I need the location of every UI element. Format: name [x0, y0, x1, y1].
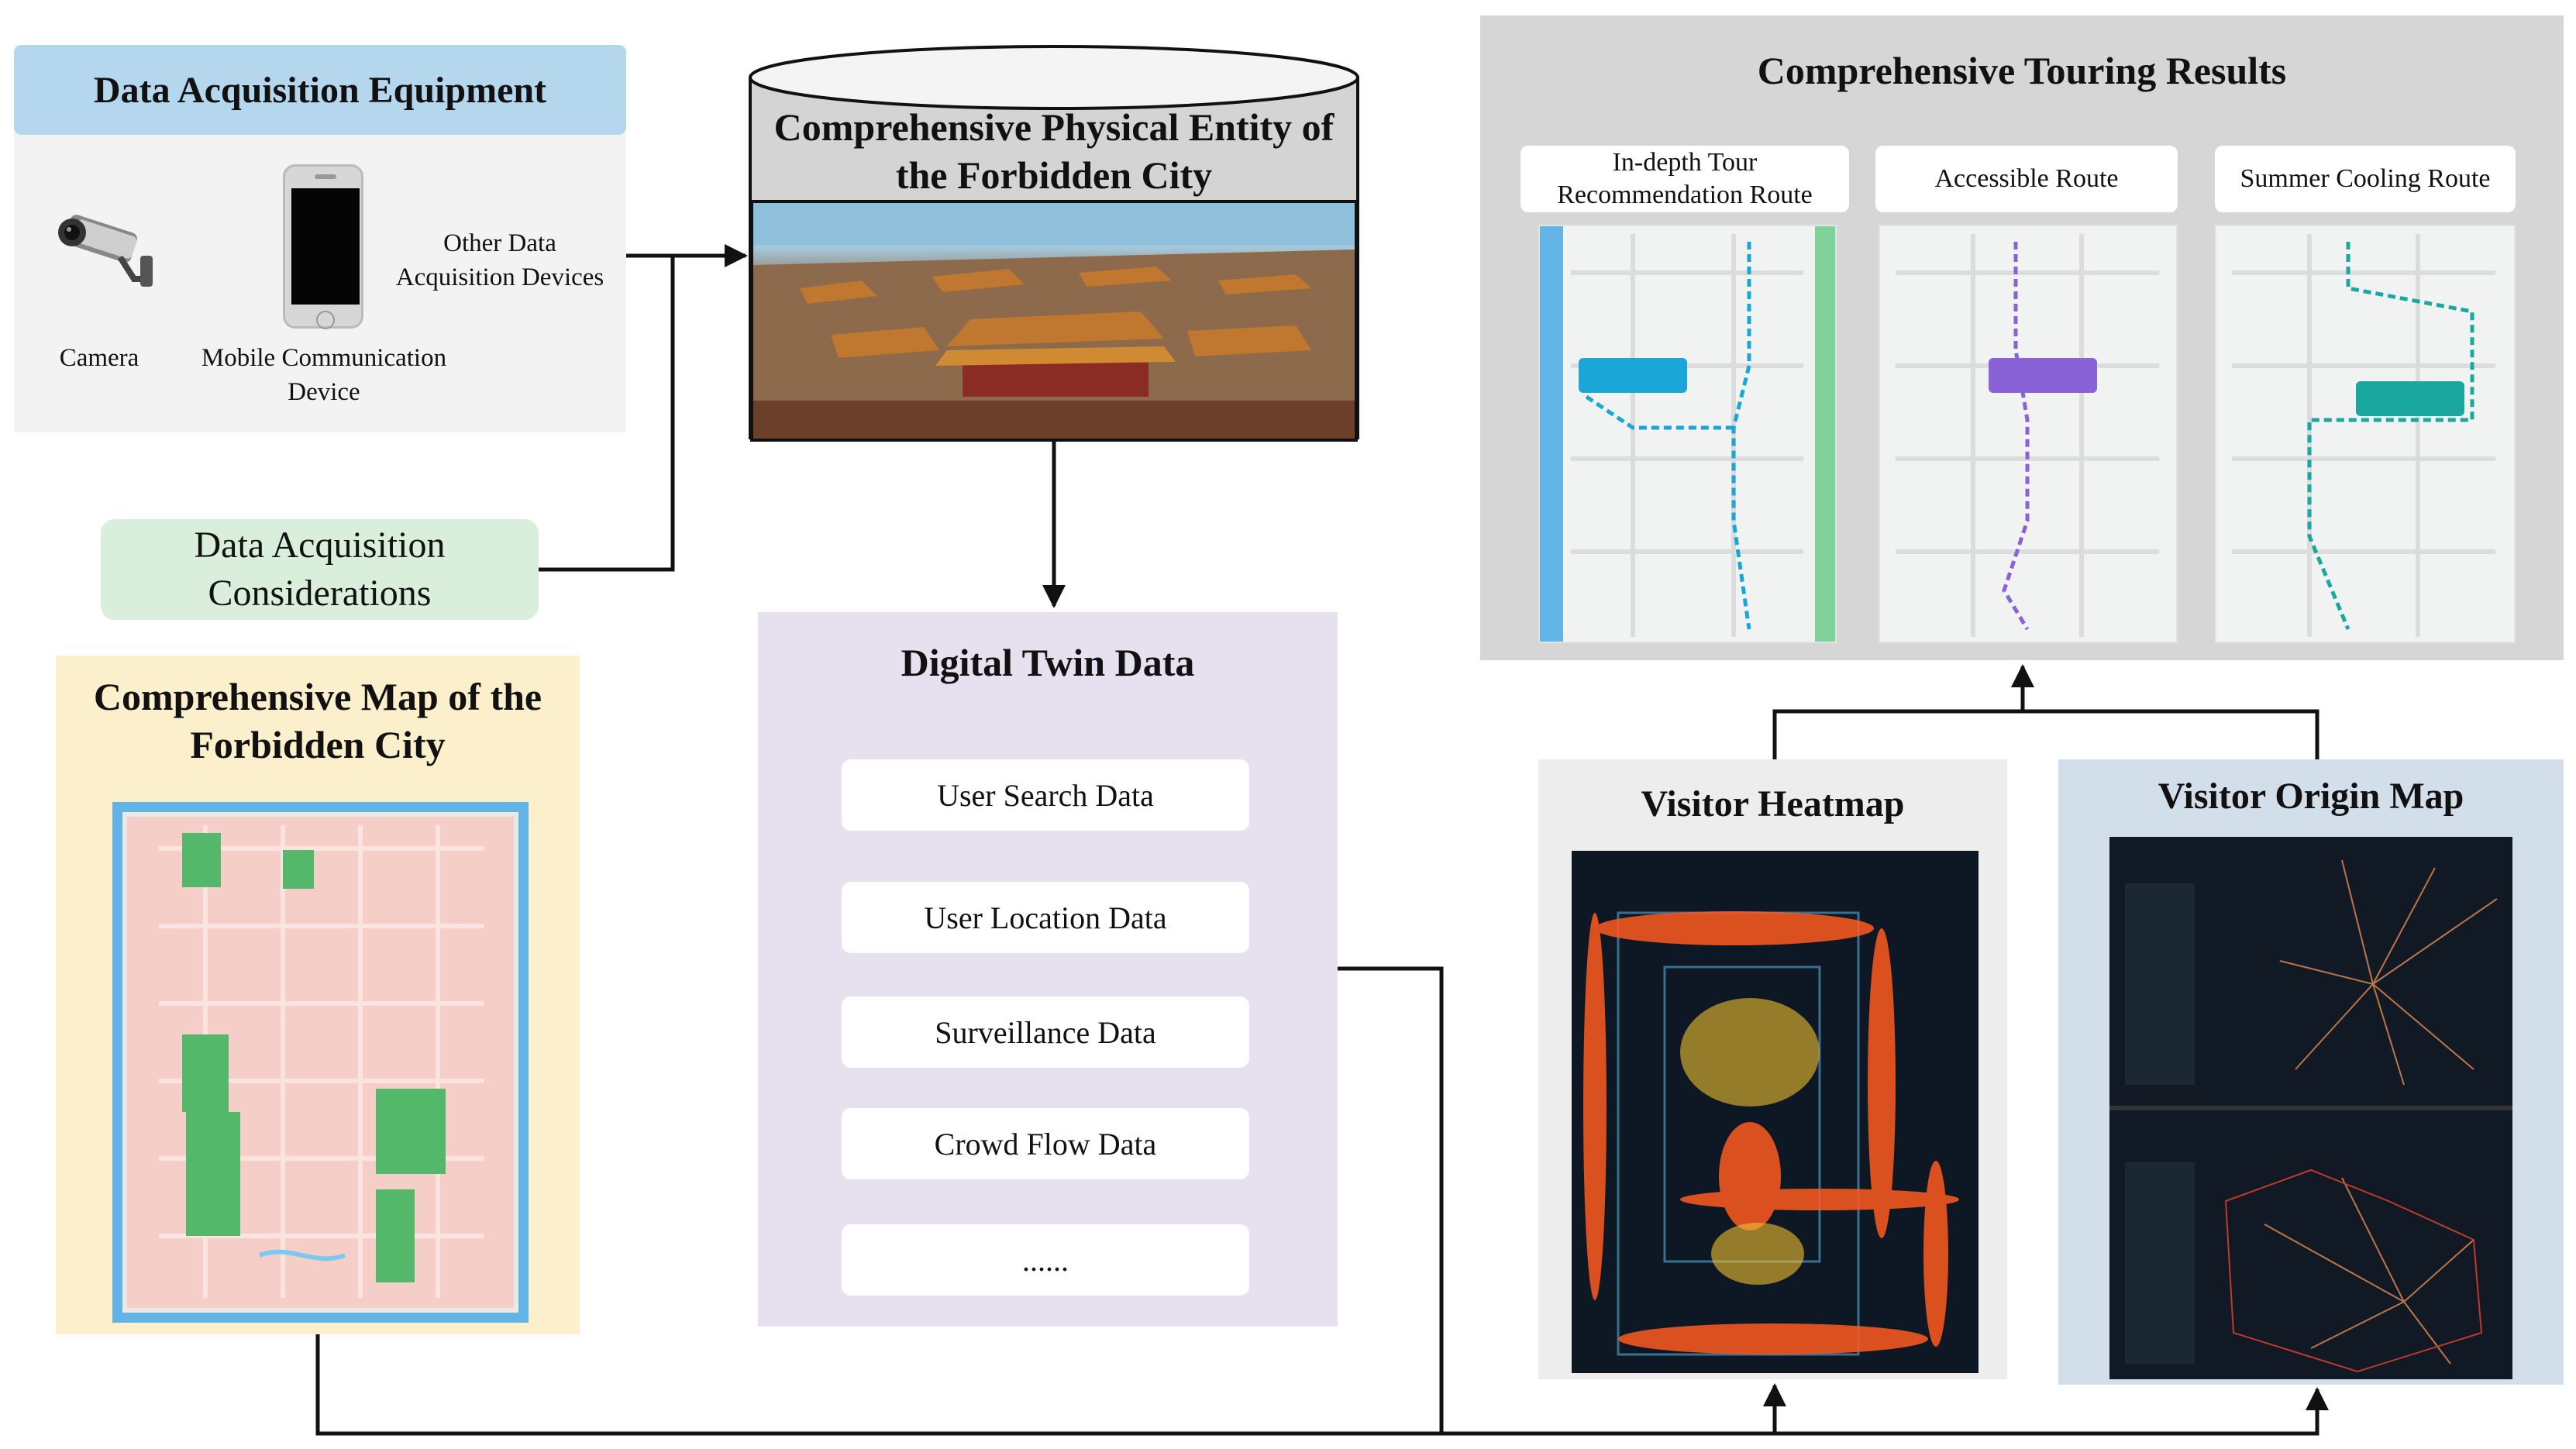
considerations-box: Data Acquisition Considerations: [101, 519, 539, 620]
origin-title: Visitor Origin Map: [2158, 776, 2464, 817]
digital-twin-panel: [758, 612, 1338, 1327]
route-map-indepth: [1538, 225, 1837, 643]
visitor-heatmap: [1572, 851, 1978, 1373]
route-map-accessible: [1879, 225, 2178, 643]
touring-title: Comprehensive Touring Results: [1757, 49, 2287, 92]
dt-more: ......: [842, 1224, 1249, 1296]
dt-surveillance: Surveillance Data: [842, 996, 1249, 1068]
entity-title: Comprehensive Physical Entity of the For…: [773, 105, 1334, 197]
map-title: Comprehensive Map of the Forbidden City: [93, 675, 542, 766]
dt-crowd-flow: Crowd Flow Data: [842, 1108, 1249, 1179]
dt-user-search: User Search Data: [842, 759, 1249, 831]
mobile-label: Mobile Communication Device: [201, 344, 447, 406]
digital-twin-title: Digital Twin Data: [901, 641, 1195, 684]
route-label-indepth: In-depth Tour Recommendation Route: [1520, 146, 1849, 212]
acquisition-title: Data Acquisition Equipment: [14, 45, 626, 135]
dt-user-location: User Location Data: [842, 882, 1249, 953]
camera-icon: [43, 209, 159, 294]
mobile-phone-icon: [283, 164, 363, 329]
visitor-origin-map: [2109, 837, 2512, 1379]
route-map-cooling: [2215, 225, 2516, 643]
route-label-accessible: Accessible Route: [1875, 146, 2178, 212]
route-label-cooling: Summer Cooling Route: [2215, 146, 2516, 212]
camera-label: Camera: [59, 344, 139, 372]
forbidden-city-photo: [750, 200, 1358, 442]
heatmap-title: Visitor Heatmap: [1641, 783, 1905, 824]
other-devices-label: Other Data Acquisition Devices: [395, 229, 604, 291]
forbidden-city-map: [112, 802, 529, 1323]
